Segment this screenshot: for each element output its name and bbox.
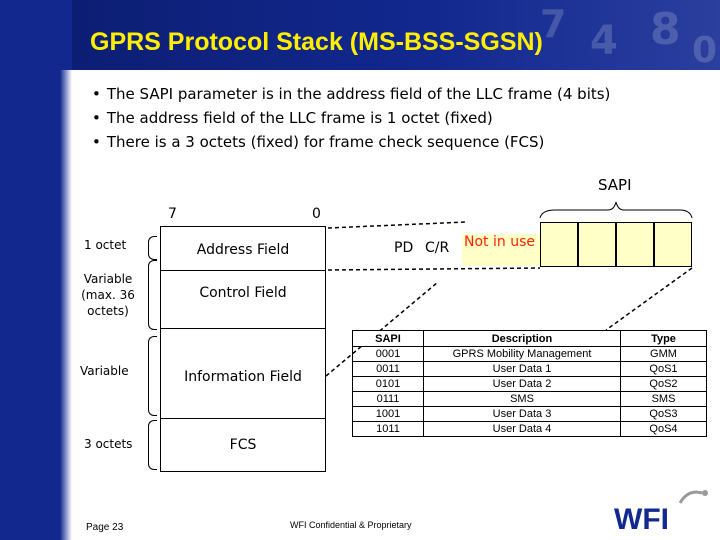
expand-line-bottom (328, 268, 540, 270)
sapi-cell: 1001 (353, 407, 424, 422)
table-row: 1011 User Data 4 QoS4 (353, 422, 707, 437)
table-row: 0001 GPRS Mobility Management GMM (353, 347, 707, 362)
sapi-cell: 0101 (353, 377, 424, 392)
table-row: 0111 SMS SMS (353, 392, 707, 407)
type-cell: QoS1 (621, 362, 707, 377)
type-cell: GMM (621, 347, 707, 362)
column-header: SAPI (353, 331, 424, 347)
sapi-cell: 0001 (353, 347, 424, 362)
sapi-brace (540, 202, 692, 218)
logo-text: WFI (614, 503, 669, 535)
table-row: 0101 User Data 2 QoS2 (353, 377, 707, 392)
column-header: Type (621, 331, 707, 347)
description-cell: GPRS Mobility Management (424, 347, 621, 362)
logo-swoosh (680, 492, 702, 503)
page-number: Page 23 (86, 522, 123, 533)
description-cell: SMS (424, 392, 621, 407)
sapi-cell: 0111 (353, 392, 424, 407)
table-line-right (606, 268, 692, 330)
confidential-notice: WFI Confidential & Proprietary (290, 520, 412, 530)
type-cell: QoS2 (621, 377, 707, 392)
sapi-table: SAPI Description Type 0001 GPRS Mobility… (352, 330, 707, 437)
sapi-cell: 1011 (353, 422, 424, 437)
expand-line-top (328, 222, 466, 228)
type-cell: QoS3 (621, 407, 707, 422)
table-header-row: SAPI Description Type (353, 331, 707, 347)
description-cell: User Data 4 (424, 422, 621, 437)
column-header: Description (424, 331, 621, 347)
type-cell: QoS4 (621, 422, 707, 437)
table-row: 1001 User Data 3 QoS3 (353, 407, 707, 422)
sapi-cell: 0011 (353, 362, 424, 377)
description-cell: User Data 1 (424, 362, 621, 377)
logo-dot (702, 490, 708, 496)
type-cell: SMS (621, 392, 707, 407)
description-cell: User Data 3 (424, 407, 621, 422)
description-cell: User Data 2 (424, 377, 621, 392)
table-row: 0011 User Data 1 QoS1 (353, 362, 707, 377)
wfi-logo: WFI (610, 485, 715, 535)
